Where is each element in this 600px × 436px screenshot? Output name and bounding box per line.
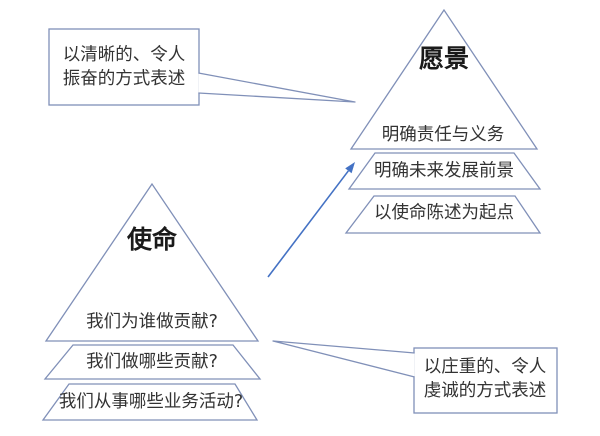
mission-callout: 以庄重的、令人 虔诚的方式表述 — [272, 340, 558, 414]
arrow-shaft — [267, 170, 350, 278]
mission-to-vision-arrow — [267, 162, 355, 278]
vision-level-3-label: 以使命陈述为起点 — [374, 202, 514, 223]
vision-callout-line-2: 振奋的方式表述 — [63, 69, 186, 89]
vision-pyramid-band-2-shape — [347, 152, 542, 190]
vision-pyramid-top-shape — [349, 8, 539, 150]
vision-pyramid-band-3-shape — [344, 195, 542, 234]
mission-level-1-label: 我们为谁做贡献? — [86, 312, 218, 332]
vision-callout-tail — [198, 72, 356, 103]
mission-pyramid-top-shape — [44, 182, 260, 342]
mission-callout-tail — [272, 340, 415, 378]
mission-level-3-label: 我们从事哪些业务活动? — [59, 392, 243, 412]
mission-callout-line-1: 以庄重的、令人 — [424, 357, 547, 377]
mission-pyramid-title: 使命 — [126, 225, 178, 254]
vision-level-2-label: 明确未来发展前景 — [374, 161, 514, 181]
vision-callout-box — [48, 28, 200, 106]
vision-callout-line-1: 以清晰的、令人 — [63, 45, 186, 65]
mission-callout-line-2: 虔诚的方式表述 — [424, 381, 547, 401]
mission-level-2-label: 我们做哪些贡献? — [86, 352, 218, 372]
arrow-head-icon — [345, 162, 355, 174]
mission-callout-box — [413, 347, 558, 414]
mission-pyramid-band-3-shape — [41, 383, 259, 421]
vision-level-1-label: 明确责任与义务 — [382, 125, 505, 145]
mission-pyramid: 使命 我们为谁做贡献? 我们做哪些贡献? 我们从事哪些业务活动? — [41, 182, 262, 421]
vision-pyramid-title: 愿景 — [419, 44, 469, 73]
mission-pyramid-band-2-shape — [43, 344, 262, 380]
vision-pyramid: 愿景 明确责任与义务 明确未来发展前景 以使命陈述为起点 — [344, 8, 542, 234]
vision-callout: 以清晰的、令人 振奋的方式表述 — [48, 28, 356, 106]
